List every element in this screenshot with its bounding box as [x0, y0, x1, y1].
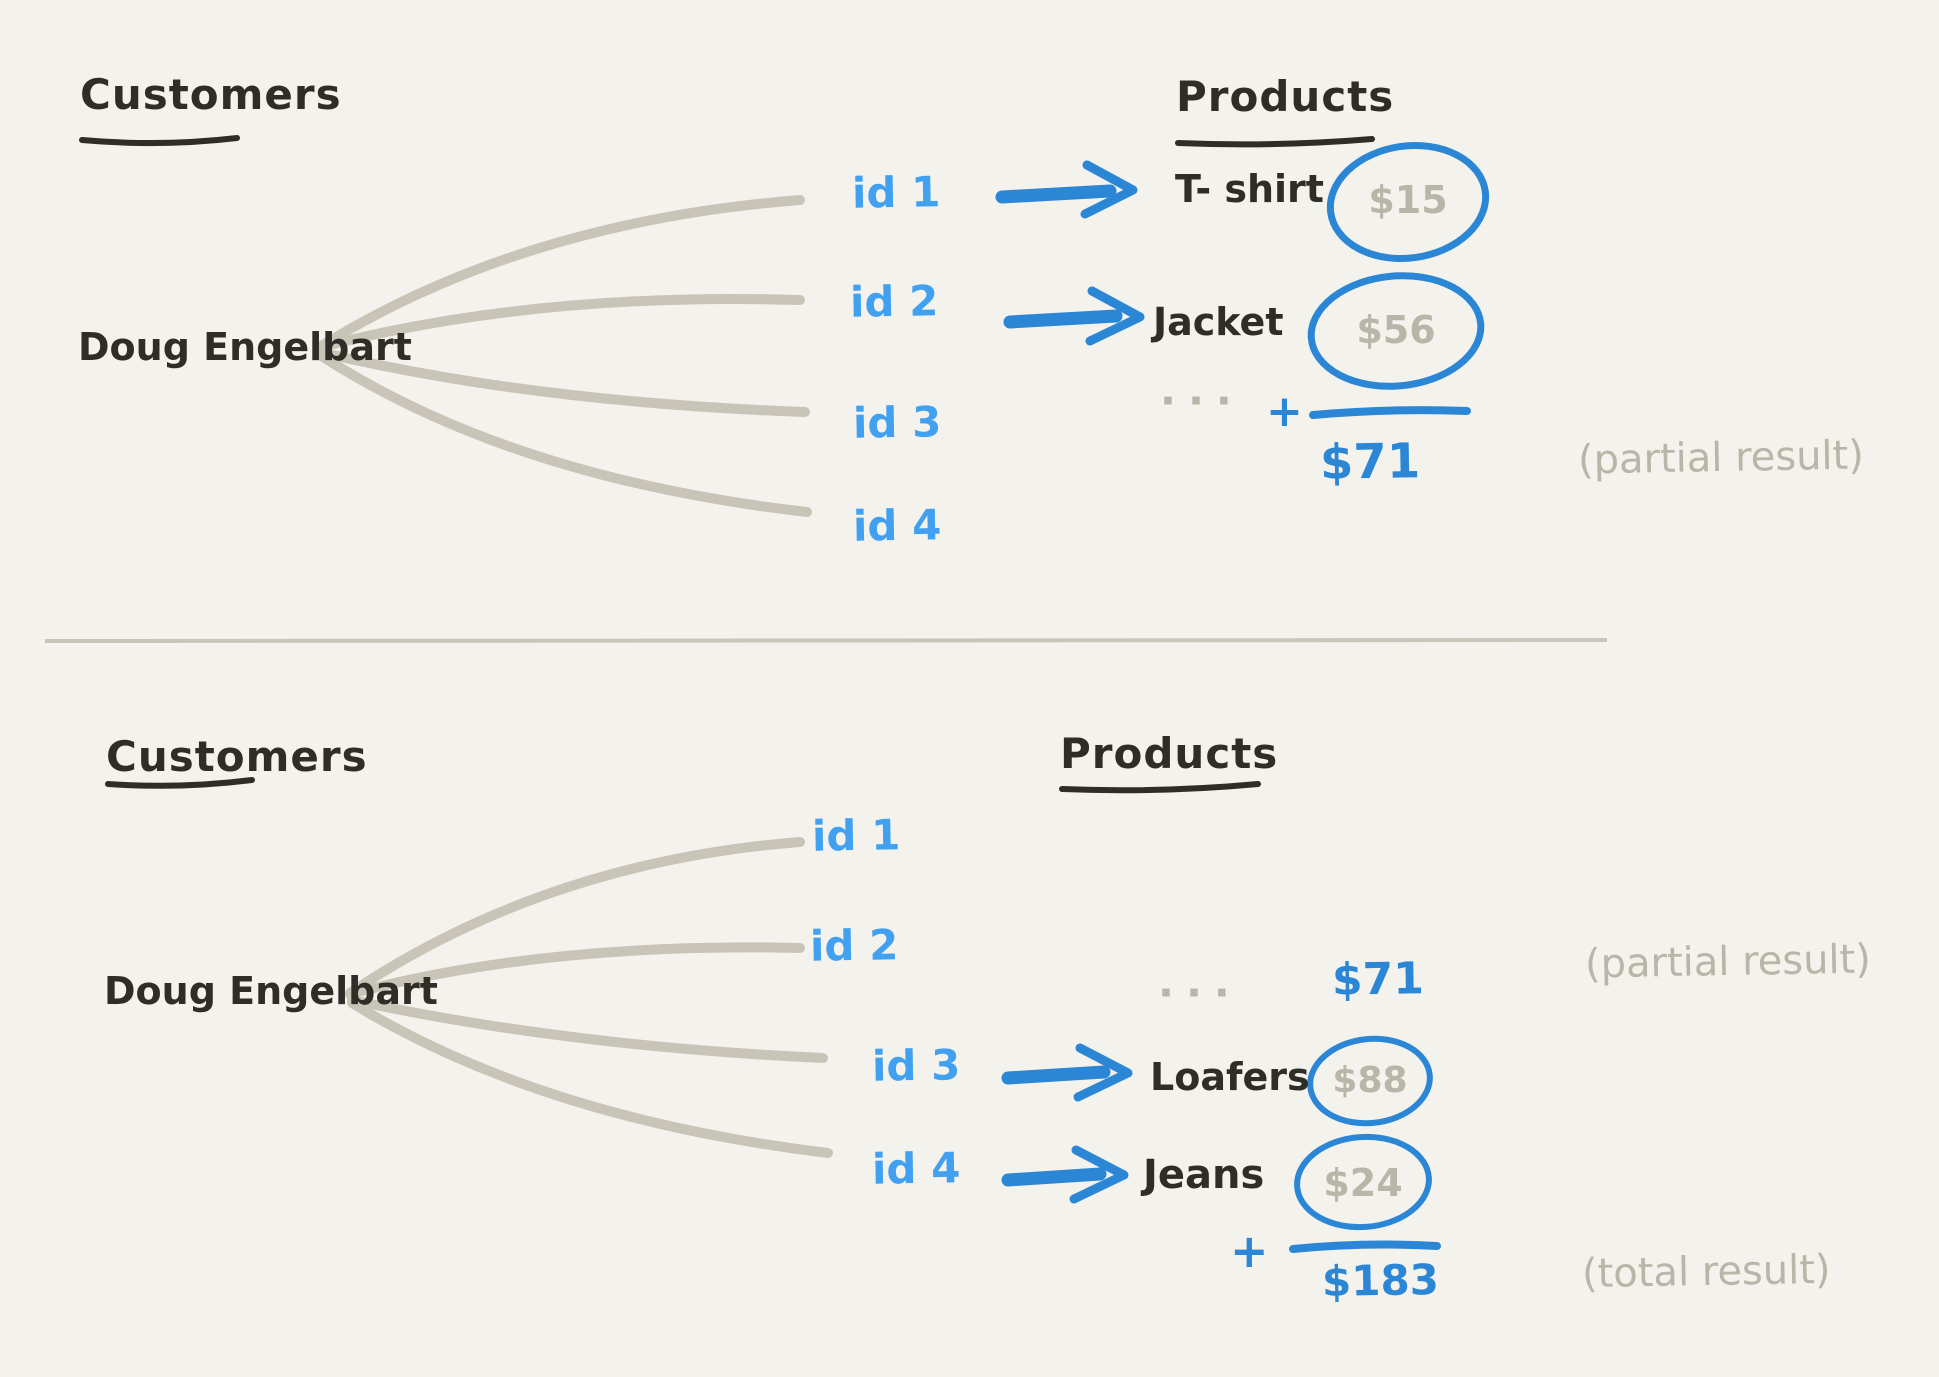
id2-label-top: id 2 — [849, 276, 939, 327]
product-jacket: Jacket — [1153, 300, 1284, 344]
total-sum-value: $183 — [1321, 1254, 1440, 1307]
price-tshirt: $15 — [1368, 178, 1448, 222]
partial-result-note-bottom: (partial result) — [1584, 936, 1872, 988]
underline-customers-top — [79, 135, 240, 147]
customer-name-bottom: Doug Engelbart — [104, 969, 438, 1013]
fan-line-bottom-4 — [347, 998, 833, 1158]
arrow-id1-tshirt-body — [995, 184, 1117, 204]
fan-line-top-4 — [315, 350, 812, 517]
customers-title-bottom: Customers — [106, 732, 368, 781]
sum-line-bottom — [1289, 1240, 1441, 1253]
id4-label-top: id 4 — [852, 500, 942, 551]
arrow-id3-loafers-head — [1073, 1043, 1133, 1102]
total-result-note: (total result) — [1581, 1246, 1831, 1298]
plus-sign-top: + — [1266, 386, 1303, 437]
price-loafers: $88 — [1332, 1060, 1408, 1101]
customer-name-top: Doug Engelbart — [78, 325, 412, 369]
price-jeans: $24 — [1323, 1161, 1403, 1205]
products-title-top: Products — [1176, 72, 1395, 121]
id4-label-bottom: id 4 — [871, 1143, 961, 1194]
plus-sign-bottom: + — [1230, 1224, 1269, 1278]
arrow-id1-tshirt-head — [1080, 160, 1138, 219]
id1-label-bottom: id 1 — [811, 810, 901, 861]
ellipsis-top: ··· — [1160, 376, 1244, 425]
product-loafers: Loafers — [1150, 1055, 1310, 1099]
partial-result-note-top: (partial result) — [1577, 432, 1865, 484]
underline-products-top — [1175, 136, 1375, 148]
customers-title-top: Customers — [80, 70, 342, 119]
id3-label-bottom: id 3 — [871, 1040, 961, 1091]
ellipsis-bottom: ··· — [1158, 968, 1242, 1017]
product-jeans: Jeans — [1143, 1152, 1265, 1198]
carried-partial-sum: $71 — [1331, 953, 1425, 1006]
section-divider — [44, 638, 1608, 643]
id1-label-top: id 1 — [851, 167, 941, 218]
product-tshirt: T- shirt — [1175, 167, 1324, 211]
arrow-id2-jacket-body — [1003, 309, 1123, 329]
partial-sum-value: $71 — [1319, 433, 1421, 491]
products-title-bottom: Products — [1060, 729, 1279, 778]
arrow-id2-jacket-head — [1085, 286, 1145, 346]
underline-products-bottom — [1059, 781, 1261, 794]
id2-label-bottom: id 2 — [809, 920, 899, 971]
arrow-id4-jeans-head — [1069, 1145, 1129, 1204]
sum-line-top — [1309, 406, 1471, 419]
arrow-id4-jeans-body — [1001, 1167, 1107, 1187]
price-jacket: $56 — [1356, 308, 1436, 352]
id3-label-top: id 3 — [852, 397, 942, 448]
arrow-id3-loafers-body — [1001, 1065, 1111, 1085]
